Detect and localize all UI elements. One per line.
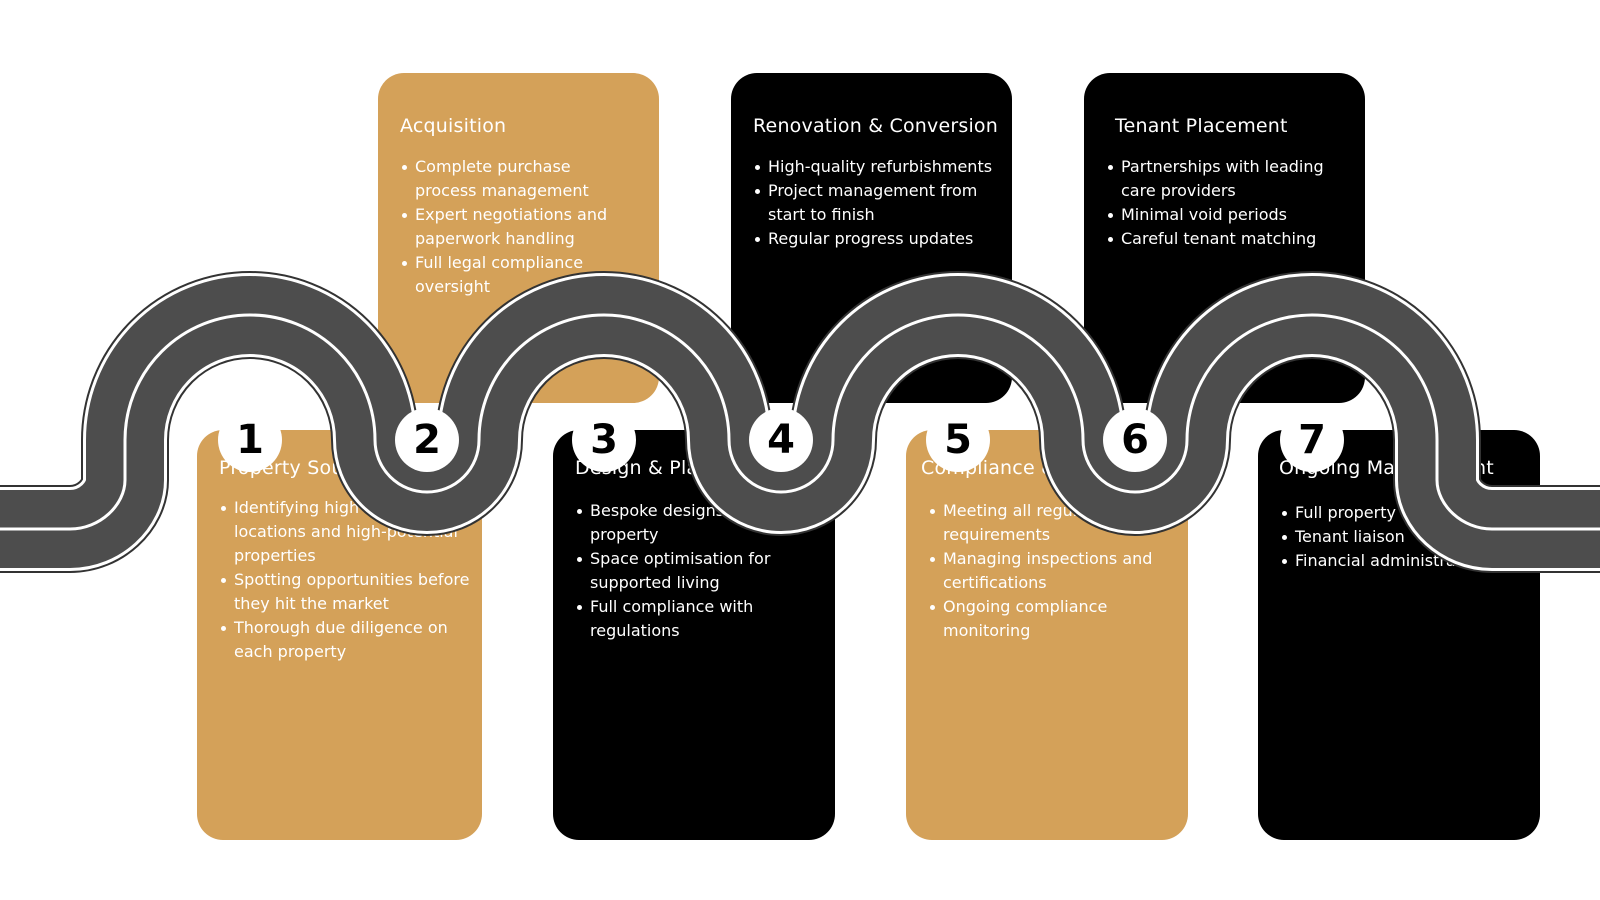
step-bullet: Thorough due diligence on each property <box>221 616 484 664</box>
step-number-marker: 2 <box>395 408 459 472</box>
step-title: Renovation & Conversion <box>753 115 999 137</box>
step-bullet: Expert negotiations and paperwork handli… <box>402 203 630 251</box>
step-bullet: Spotting opportunities before they hit t… <box>221 568 484 616</box>
step-title: Acquisition <box>400 115 507 137</box>
step-number-marker: 4 <box>749 408 813 472</box>
road-lane-line <box>0 313 1600 531</box>
step-bullet-list: Meeting all regulatory requirements Mana… <box>928 499 1168 643</box>
step-bullet: Full legal compliance oversight <box>402 251 630 299</box>
step-number-marker: 6 <box>1103 408 1167 472</box>
step-bullet: Complete purchase process management <box>402 155 630 203</box>
step-bullet: Ongoing compliance monitoring <box>930 595 1168 643</box>
step-bullet: Partnerships with leading care providers <box>1108 155 1361 203</box>
step-bullet: Managing inspections and certifications <box>930 547 1168 595</box>
step-bullet: Space optimisation for supported living <box>577 547 825 595</box>
step-bullet-list: High-quality refurbishments Project mana… <box>753 155 1003 251</box>
step-bullet: Tenant liaison <box>1282 525 1535 549</box>
step-title: Tenant Placement <box>1115 115 1288 137</box>
step-bullet-list: Complete purchase process management Exp… <box>400 155 630 299</box>
step-number-marker: 3 <box>572 408 636 472</box>
step-number-marker: 1 <box>218 408 282 472</box>
step-bullet: Careful tenant matching <box>1108 227 1361 251</box>
step-bullet: High-quality refurbishments <box>755 155 1003 179</box>
step-bullet: Minimal void periods <box>1108 203 1361 227</box>
step-bullet-list: Identifying high-demand locations and hi… <box>219 496 484 664</box>
step-bullet: Project management from start to finish <box>755 179 1003 227</box>
step-bullet-list: Partnerships with leading care providers… <box>1106 155 1361 251</box>
step-number-marker: 7 <box>1280 408 1344 472</box>
step-bullet: Regular progress updates <box>755 227 1003 251</box>
step-number-marker: 5 <box>926 408 990 472</box>
step-bullet: Full compliance with regulations <box>577 595 825 643</box>
